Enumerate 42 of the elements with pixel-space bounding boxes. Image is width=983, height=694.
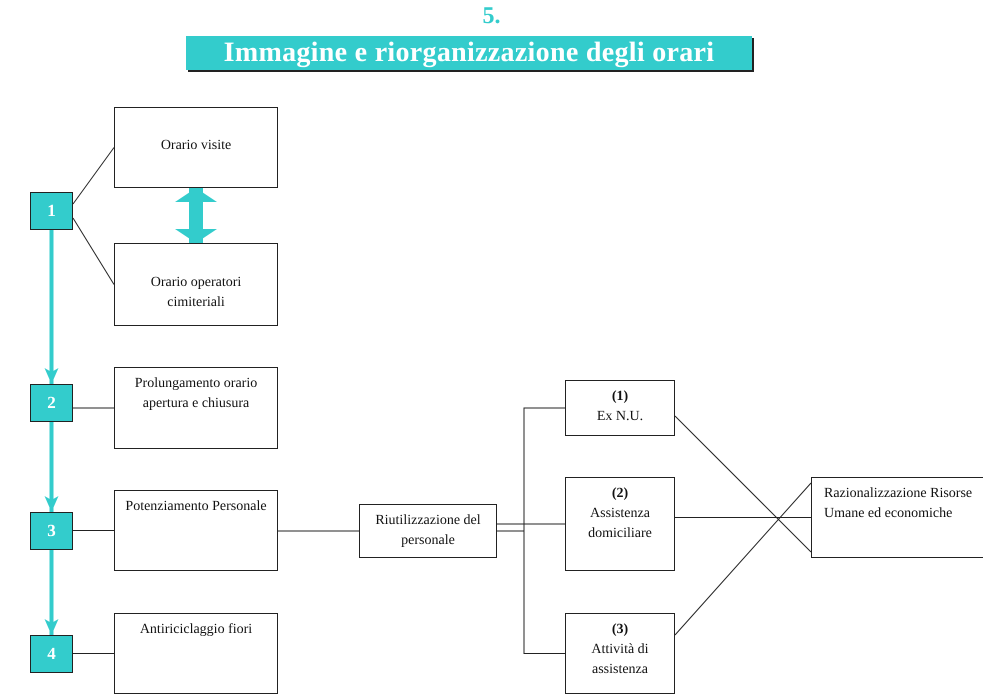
item-number: (3) xyxy=(610,621,630,639)
box-text: Orario operatori cimiteriali xyxy=(150,274,242,312)
step-number-badge: 2 xyxy=(30,384,73,422)
box-text: Razionalizzazione Risorse Umane ed economiche xyxy=(824,485,974,523)
text-box xyxy=(114,243,278,326)
text-box xyxy=(114,613,278,694)
text-box xyxy=(359,504,497,558)
arrow xyxy=(44,230,58,384)
text-box xyxy=(114,367,278,449)
box-text: Potenziamento Personale xyxy=(124,498,268,516)
arrow xyxy=(44,422,58,512)
step-number-badge: 4 xyxy=(30,635,73,673)
item-number: (2) xyxy=(610,485,630,503)
text-box xyxy=(114,490,278,571)
text-box xyxy=(565,380,675,436)
arrow xyxy=(44,550,58,635)
connector-line xyxy=(72,218,114,285)
connector-line xyxy=(72,530,114,531)
text-box xyxy=(565,477,675,571)
box-text: Riutilizzazione del personale xyxy=(374,512,482,550)
connector-line xyxy=(72,653,114,654)
double-arrow xyxy=(175,188,217,243)
connector-line xyxy=(674,517,812,518)
text-box xyxy=(811,477,983,558)
step-number-badge: 1 xyxy=(30,192,73,230)
connector-line xyxy=(72,147,114,204)
text-box xyxy=(114,107,278,188)
box-text: Orario visite xyxy=(160,137,232,155)
connector-line xyxy=(278,530,360,532)
box-text: Antiriciclaggio fiori xyxy=(138,621,254,639)
item-number: (1) xyxy=(610,388,630,406)
box-text: Ex N.U. xyxy=(596,408,644,426)
text-box xyxy=(565,613,675,694)
section-number: 5. xyxy=(482,2,502,30)
title-banner: Immagine e riorganizzazione degli orari xyxy=(186,36,752,70)
box-text: Prolungamento orario apertura e chiusura xyxy=(134,375,258,413)
connector-line xyxy=(674,416,812,552)
box-text: Assistenza domiciliare xyxy=(587,505,653,543)
step-number-badge: 3 xyxy=(30,512,73,550)
box-text: Attività di assistenza xyxy=(590,641,650,679)
connector-line xyxy=(674,482,812,636)
connector-line xyxy=(496,530,566,654)
